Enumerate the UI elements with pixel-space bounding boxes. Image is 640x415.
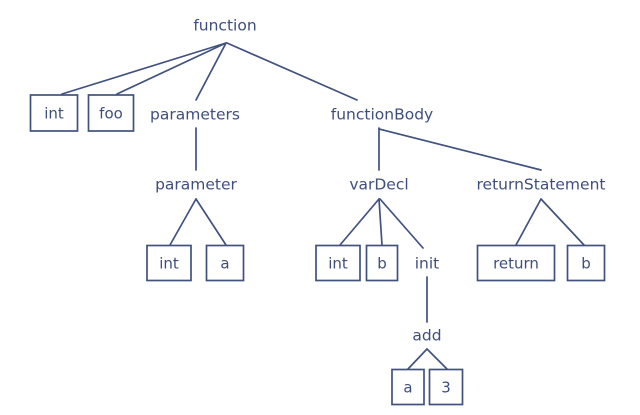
node-label-function: function — [193, 17, 256, 35]
tree-edge-parameter-to-int2 — [169, 198, 197, 246]
tree-node-parameters[interactable]: parameters — [150, 106, 240, 124]
tree-edge-add-to-a2 — [407, 348, 428, 370]
node-label-b2: b — [581, 255, 591, 273]
tree-node-int3[interactable]: int — [315, 244, 361, 282]
tree-edge-returnStatement-to-return — [515, 198, 542, 246]
node-box-b1 — [365, 244, 399, 282]
node-box-a1 — [205, 244, 245, 282]
node-label-varDecl: varDecl — [349, 176, 408, 194]
tree-edge-varDecl-to-b1 — [378, 198, 383, 246]
tree-edge-function-to-int1 — [61, 42, 227, 95]
node-label-a2: a — [403, 379, 412, 397]
node-label-b1: b — [377, 255, 387, 273]
node-label-return: return — [493, 255, 539, 273]
tree-node-int1[interactable]: int — [29, 94, 79, 132]
node-label-int1: int — [44, 105, 64, 123]
node-box-a2 — [391, 368, 425, 406]
node-label-3: 3 — [441, 379, 451, 397]
tree-node-varDecl[interactable]: varDecl — [349, 176, 408, 194]
tree-edge-parameter-to-a1 — [195, 198, 227, 246]
tree-node-return[interactable]: return — [476, 244, 556, 282]
node-label-returnStatement: returnStatement — [477, 176, 606, 194]
node-label-foo: foo — [99, 105, 123, 123]
node-box-3 — [428, 368, 464, 406]
node-box-int2 — [146, 244, 192, 282]
node-box-int3 — [315, 244, 361, 282]
tree-edge-functionBody-to-returnStatement — [378, 128, 542, 171]
tree-node-function[interactable]: function — [193, 17, 256, 35]
tree-edge-function-to-foo — [116, 42, 227, 95]
tree-edge-varDecl-to-int3 — [339, 198, 380, 246]
node-box-int1 — [29, 94, 79, 132]
tree-node-int2[interactable]: int — [146, 244, 192, 282]
tree-node-add[interactable]: add — [412, 327, 441, 345]
tree-edge-returnStatement-to-b2 — [540, 198, 585, 246]
tree-node-3[interactable]: 3 — [428, 368, 464, 406]
tree-node-returnStatement[interactable]: returnStatement — [477, 176, 606, 194]
tree-node-functionBody[interactable]: functionBody — [331, 106, 433, 124]
tree-edge-function-to-functionBody — [226, 42, 358, 101]
tree-node-a2[interactable]: a — [391, 368, 425, 406]
tree-node-a1[interactable]: a — [205, 244, 245, 282]
tree-node-parameter[interactable]: parameter — [155, 176, 237, 194]
node-label-init: init — [415, 255, 440, 273]
node-box-foo — [87, 94, 135, 132]
tree-node-b1[interactable]: b — [365, 244, 399, 282]
tree-node-b2[interactable]: b — [566, 244, 606, 282]
node-label-parameters: parameters — [150, 106, 240, 124]
node-label-int3: int — [328, 255, 348, 273]
node-label-add: add — [412, 327, 441, 345]
tree-node-init[interactable]: init — [415, 255, 440, 273]
node-label-int2: int — [159, 255, 179, 273]
tree-edge-function-to-parameters — [195, 42, 227, 101]
tree-node-foo[interactable]: foo — [87, 94, 135, 132]
node-box-return — [476, 244, 556, 282]
tree-edge-varDecl-to-init — [379, 198, 424, 249]
tree-edge-add-to-3 — [426, 348, 448, 370]
node-label-parameter: parameter — [155, 176, 237, 194]
edge-layer — [61, 42, 585, 370]
node-label-a1: a — [220, 255, 229, 273]
node-box-b2 — [566, 244, 606, 282]
node-layer: function int foo parameters functionBody para… — [29, 17, 606, 406]
node-label-functionBody: functionBody — [331, 106, 433, 124]
